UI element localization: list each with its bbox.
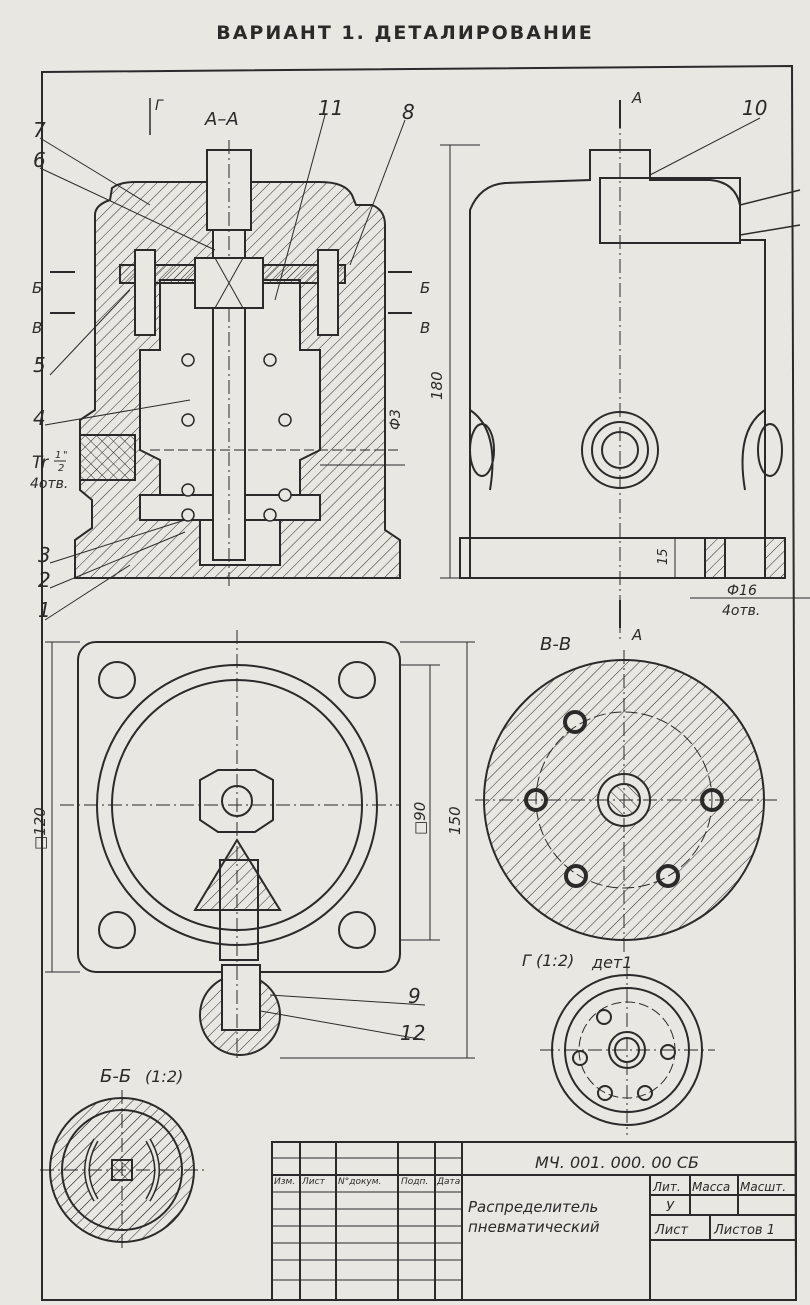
callout-5: 5 (33, 353, 46, 377)
tb-sheets: Листов 1 (713, 1223, 775, 1238)
tb-col-izm: Изм. (274, 1177, 295, 1187)
tb-designation: МЧ. 001. 000. 00 СБ (535, 1153, 699, 1172)
thread-frac-mark: " (63, 450, 68, 461)
callout-1: 1 (38, 598, 51, 622)
dim-holes4: 4отв. (722, 603, 760, 619)
tb-col-date: Дата (436, 1177, 460, 1187)
tb-lit: Лит. (652, 1180, 681, 1194)
tb-col-sign: Подп. (401, 1177, 428, 1187)
view-g-detail: дет1 (591, 953, 632, 972)
cut-b-left: Б (32, 279, 42, 297)
tb-col-doc: N°докум. (338, 1177, 381, 1187)
callout-3: 3 (38, 543, 51, 567)
top-view (45, 630, 475, 1060)
callout-12: 12 (400, 1021, 425, 1045)
callout-7: 7 (33, 118, 46, 142)
arrow-g-label: Г (155, 98, 164, 114)
section-bb-scale: (1:2) (145, 1067, 183, 1086)
dim-phi16: Ф16 (727, 583, 757, 599)
tb-lit-value: У (666, 1200, 675, 1215)
dim-phi3: Ф3 (388, 409, 404, 430)
cut-v-left: В (32, 319, 42, 337)
callout-11: 11 (318, 96, 343, 120)
callout-2: 2 (38, 568, 51, 592)
section-v-v-view (475, 650, 780, 955)
thread-holes: 4отв. (30, 476, 68, 492)
tb-col-list: Лист (301, 1177, 326, 1187)
section-a-a-view (74, 140, 405, 590)
dim-180: 180 (428, 371, 446, 400)
side-view (440, 115, 810, 640)
tb-sheet: Лист (654, 1223, 688, 1238)
callout-4: 4 (33, 406, 46, 430)
callout-6: 6 (33, 148, 46, 172)
view-g (540, 965, 715, 1135)
callouts: 7 6 11 8 5 4 3 2 1 10 9 12 (33, 96, 767, 1045)
cut-b-right: Б (420, 279, 430, 297)
view-g-label: Г (1:2) (522, 951, 574, 970)
tb-name-line1: Распределитель (468, 1198, 598, 1216)
tb-mass: Масса (692, 1180, 730, 1194)
dim-15: 15 (656, 548, 671, 565)
callout-9: 9 (408, 984, 421, 1008)
section-vv-label: В-В (540, 634, 571, 655)
page-title: ВАРИАНТ 1. ДЕТАЛИРОВАНИЕ (216, 22, 594, 44)
dim-sq90: □90 (411, 802, 429, 835)
title-block (271, 1141, 797, 1301)
tb-scale: Масшт. (740, 1180, 786, 1194)
callout-8: 8 (402, 100, 415, 124)
callout-leaders (39, 114, 761, 1041)
cut-v-right: В (420, 319, 430, 337)
section-aa-label: А–А (204, 109, 239, 130)
cut-a-bottom: А (631, 626, 642, 644)
section-bb-label: Б-Б (100, 1066, 131, 1087)
thread-frac-num: 1 (55, 450, 61, 461)
dim-sq120: □120 (31, 807, 49, 850)
cut-marks-aa (50, 98, 412, 314)
thread-frac-den: 2 (58, 463, 64, 474)
thread-tr: Tr (32, 453, 49, 473)
tb-name-line2: пневматический (468, 1218, 600, 1236)
callout-10: 10 (742, 96, 767, 120)
dim-150: 150 (446, 806, 464, 835)
section-b-b-view (40, 1090, 205, 1250)
cut-a-top: А (631, 89, 642, 107)
title-block-text: Изм. Лист N°докум. Подп. Дата МЧ. 001. 0… (274, 1153, 786, 1238)
